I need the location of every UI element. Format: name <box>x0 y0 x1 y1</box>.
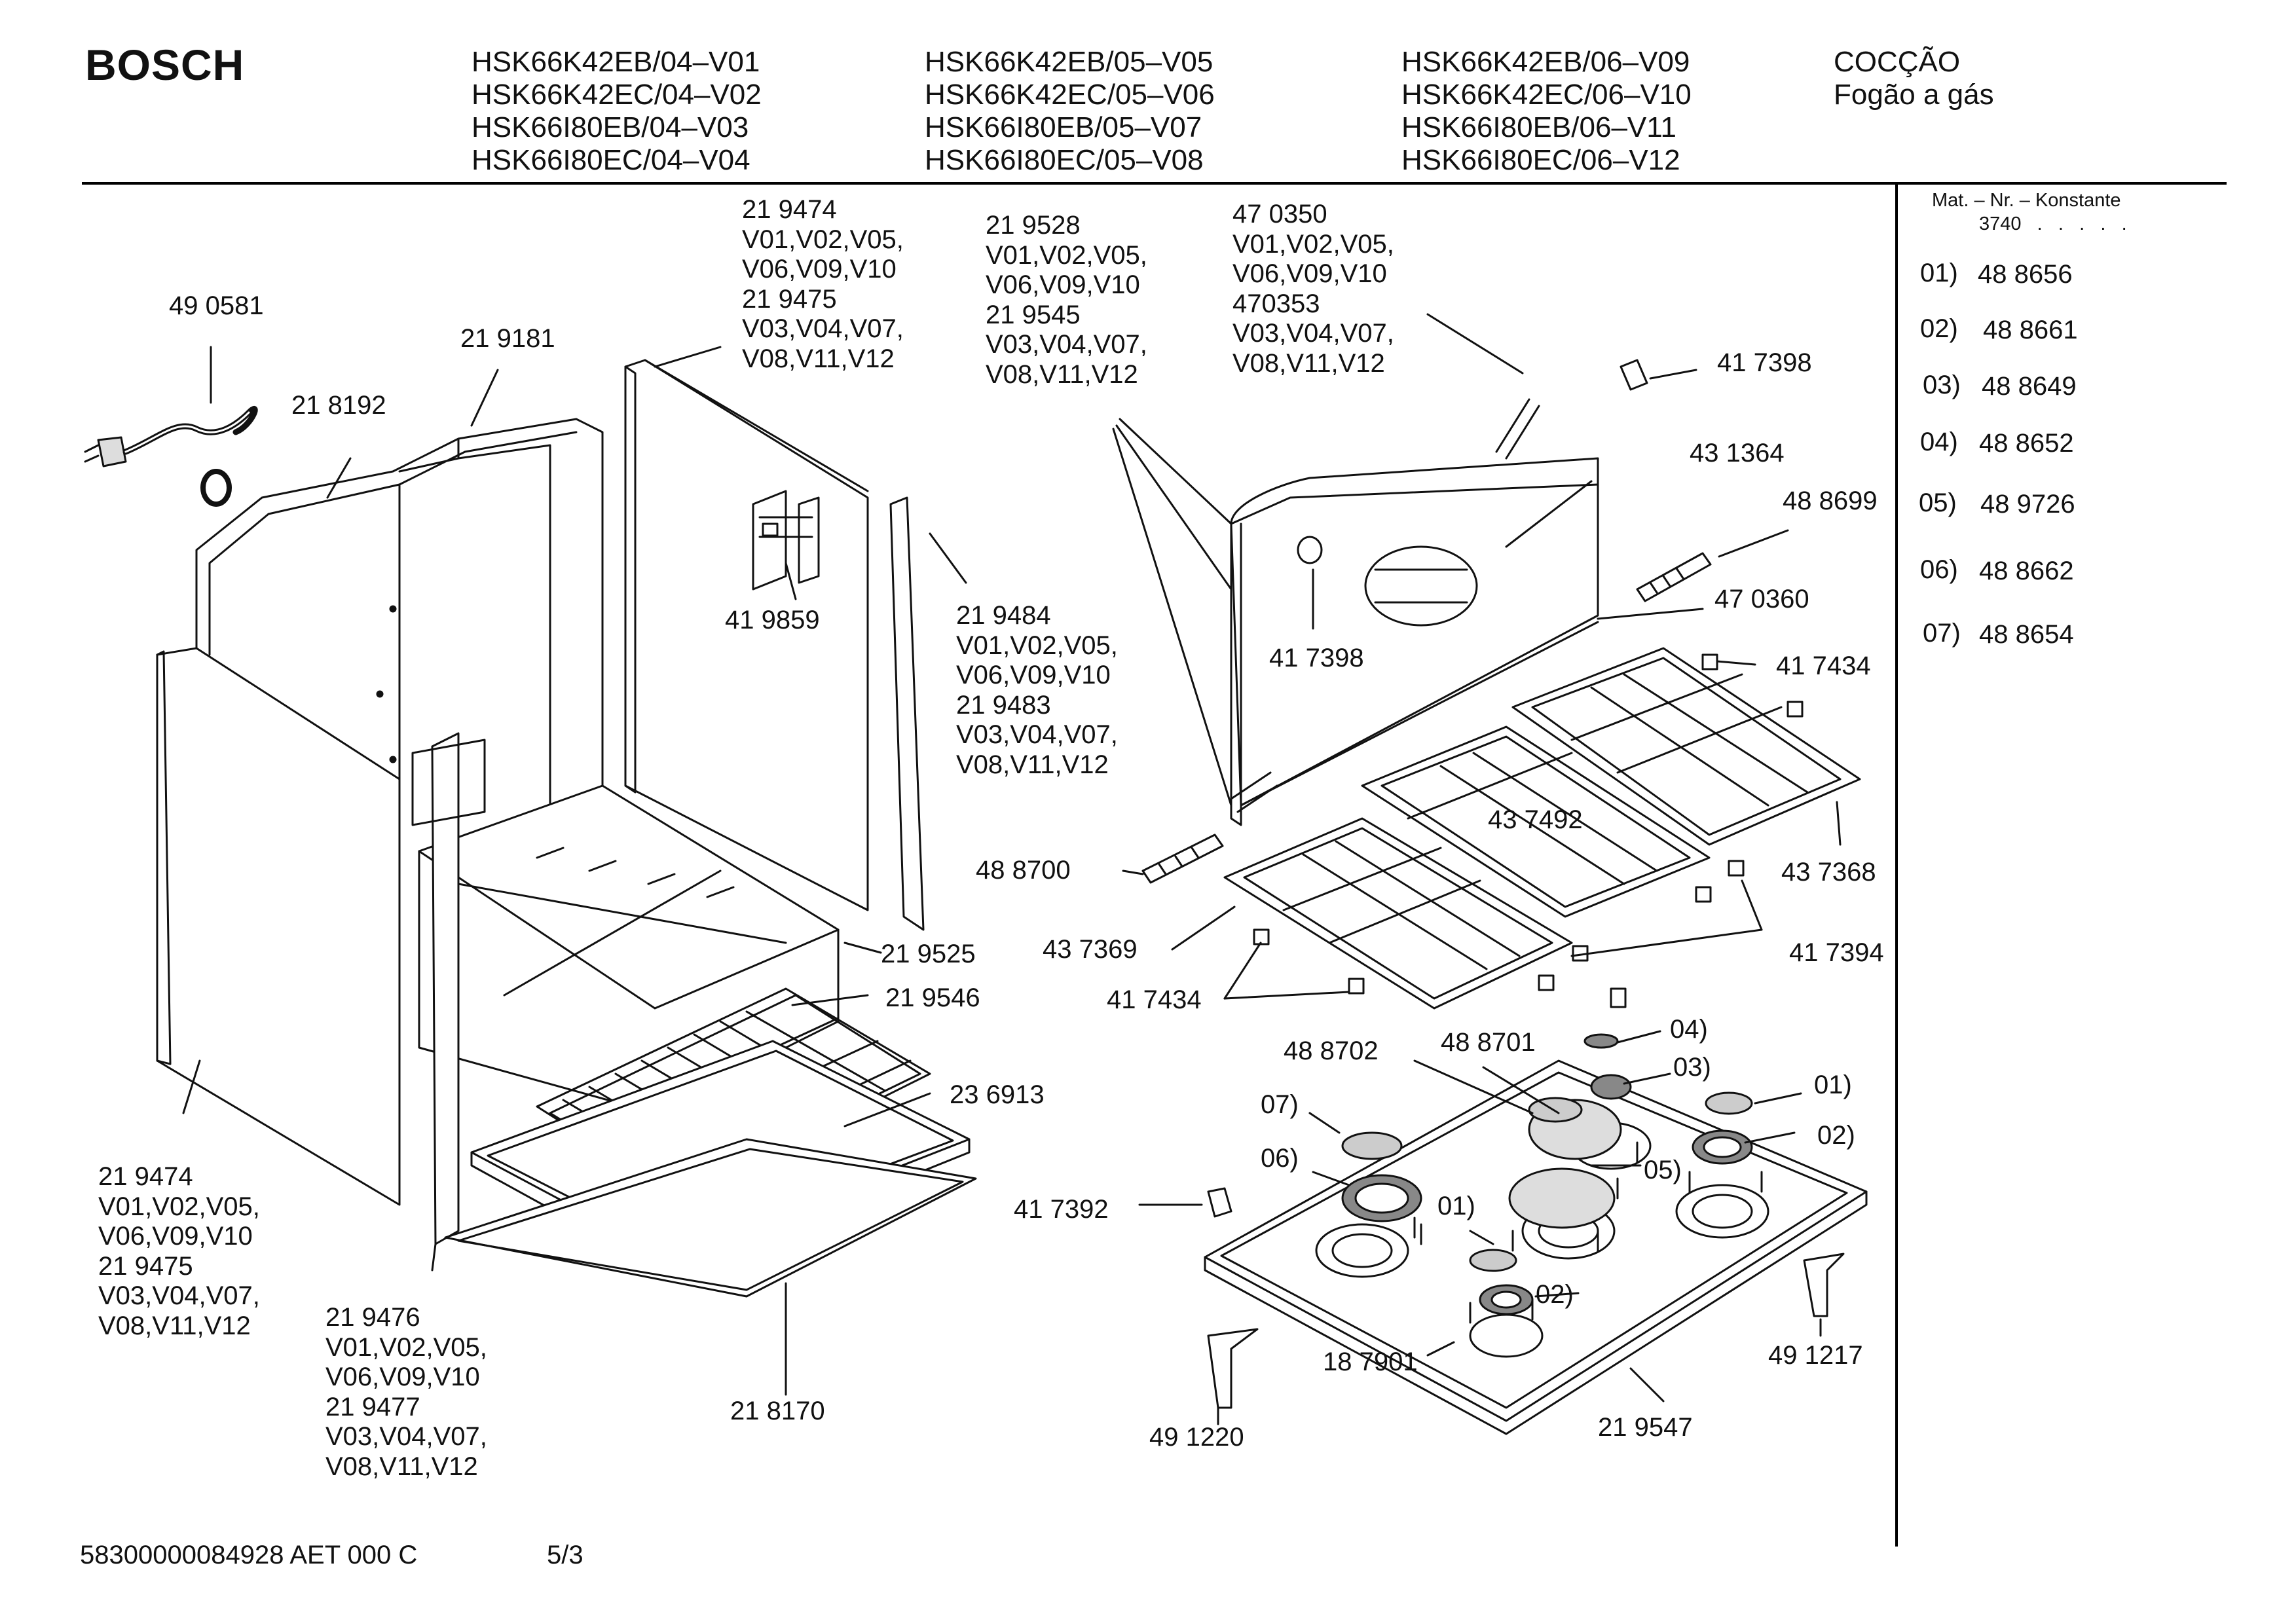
bumper-417398-top <box>1620 359 1697 391</box>
label-218170: 21 8170 <box>730 1397 825 1425</box>
sidebar-number-04: 48 8652 <box>1979 429 2074 458</box>
lid-rear-edge <box>1597 608 1704 620</box>
sidebar-ref-05: 05) <box>1919 488 1957 517</box>
model-list-col3: HSK66K42EB/06–V09 HSK66K42EC/06–V10 HSK6… <box>1401 46 1692 177</box>
leader-187901 <box>1426 1341 1455 1357</box>
bracket-491217 <box>1803 1253 1845 1337</box>
sidebar-ref-07: 07) <box>1923 619 1961 648</box>
power-cord <box>84 346 258 507</box>
hob-screws <box>1413 1141 1763 1324</box>
left-side-panel <box>156 647 401 1206</box>
ref-06: 06) <box>1261 1144 1299 1173</box>
label-417434-left: 41 7434 <box>1107 985 1202 1014</box>
sidebar-number-05: 48 9726 <box>1980 490 2075 519</box>
bracket-419859 <box>752 490 820 600</box>
oven-rear-frame <box>195 369 604 866</box>
label-417392: 41 7392 <box>1014 1195 1109 1224</box>
hinge-pin-488699 <box>1636 529 1789 602</box>
ref-05: 05) <box>1644 1156 1682 1184</box>
side-rail <box>411 732 486 1272</box>
ref-03: 03) <box>1673 1053 1711 1082</box>
label-488699: 48 8699 <box>1783 486 1878 515</box>
right-side-panel <box>624 346 869 911</box>
page-number: 5/3 <box>547 1541 583 1569</box>
sidebar-number-01: 48 8656 <box>1978 260 2073 289</box>
label-219476: 21 9476 V01,V02,V05, V06,V09,V10 21 9477… <box>325 1303 487 1481</box>
sidebar-divider <box>1895 185 1898 1547</box>
label-219181: 21 9181 <box>460 324 555 353</box>
konstante-title: Mat. – Nr. – Konstante <box>1932 190 2121 211</box>
label-488702: 48 8702 <box>1284 1036 1379 1065</box>
label-219474-top: 21 9474 V01,V02,V05, V06,V09,V10 21 9475… <box>742 195 904 373</box>
label-417398-top: 41 7398 <box>1717 348 1812 377</box>
label-431364: 43 1364 <box>1690 439 1785 467</box>
sidebar-number-07: 48 8654 <box>1979 620 2074 649</box>
label-219547: 21 9547 <box>1598 1413 1693 1442</box>
sidebar-ref-02: 02) <box>1920 314 1958 343</box>
ref-01b: 01) <box>1437 1192 1475 1220</box>
label-437492: 43 7492 <box>1488 805 1583 834</box>
pan-support-437369 <box>1171 817 1573 1010</box>
sidebar-number-06: 48 8662 <box>1979 557 2074 585</box>
label-419859: 41 9859 <box>725 606 820 634</box>
label-491220: 49 1220 <box>1149 1423 1244 1452</box>
ref-07: 07) <box>1261 1090 1299 1119</box>
glass-lid <box>1230 313 1599 826</box>
label-236913: 23 6913 <box>950 1080 1045 1109</box>
ref-04: 04) <box>1670 1015 1708 1044</box>
sidebar-ref-01: 01) <box>1920 259 1958 287</box>
sidebar-ref-03: 03) <box>1923 371 1961 399</box>
model-list-col1: HSK66K42EB/04–V01 HSK66K42EC/04–V02 HSK6… <box>472 46 762 177</box>
sidebar-ref-04: 04) <box>1920 428 1958 456</box>
hinge-pin-488700 <box>1122 833 1224 884</box>
lid-hinge <box>1364 480 1593 627</box>
label-488701: 48 8701 <box>1441 1028 1536 1057</box>
sidebar-number-02: 48 8661 <box>1983 316 2078 344</box>
rubber-feet <box>1223 653 1804 1008</box>
burners <box>1315 1074 1769 1358</box>
ref-02b: 02) <box>1536 1280 1574 1309</box>
label-488700: 48 8700 <box>976 856 1071 885</box>
ref-01a: 01) <box>1814 1071 1852 1099</box>
sidebar-number-03: 48 8649 <box>1982 372 2077 401</box>
label-470360: 47 0360 <box>1714 585 1809 614</box>
label-219528: 21 9528 V01,V02,V05, V06,V09,V10 21 9545… <box>986 211 1147 389</box>
document-number: 58300000084928 AET 000 C <box>80 1541 418 1569</box>
label-187901: 18 7901 <box>1323 1347 1418 1376</box>
label-437368: 43 7368 <box>1781 858 1876 887</box>
leader-lines-219528 <box>1112 418 1232 807</box>
category-label: COCÇÃO Fogão a gás <box>1834 46 1994 111</box>
label-417398-mid: 41 7398 <box>1269 644 1364 672</box>
konstante-value: 3740 . . . . . <box>1979 213 2127 234</box>
bottom-panel <box>444 1138 977 1396</box>
label-491217: 49 1217 <box>1768 1341 1863 1370</box>
clip-417392 <box>1138 1187 1232 1218</box>
leader-lines-refs <box>1308 1030 1802 1298</box>
label-219484: 21 9484 V01,V02,V05, V06,V09,V10 21 9483… <box>956 601 1118 779</box>
model-list-col2: HSK66K42EB/05–V05 HSK66K42EC/05–V06 HSK6… <box>925 46 1215 177</box>
label-490581: 49 0581 <box>169 291 264 320</box>
label-219474-bottom: 21 9474 V01,V02,V05, V06,V09,V10 21 9475… <box>98 1162 260 1340</box>
label-219546: 21 9546 <box>885 983 980 1012</box>
bracket-491220 <box>1207 1328 1259 1425</box>
header-divider <box>82 182 2227 185</box>
label-218192: 21 8192 <box>291 391 386 420</box>
pan-support-437492 <box>1361 725 1711 918</box>
ref-02a: 02) <box>1817 1121 1855 1150</box>
bumper-417398-mid <box>1297 536 1323 630</box>
label-470350: 47 0350 V01,V02,V05, V06,V09,V10 470353 … <box>1232 200 1394 378</box>
pan-support-437368 <box>1511 647 1861 846</box>
label-417394: 41 7394 <box>1789 938 1884 967</box>
label-219525: 21 9525 <box>881 940 976 968</box>
label-417434-right: 41 7434 <box>1776 651 1871 680</box>
sidebar-ref-06: 06) <box>1920 555 1958 584</box>
label-437369: 43 7369 <box>1043 935 1138 964</box>
front-strip <box>889 496 967 931</box>
brand-logo: BOSCH <box>85 41 245 89</box>
